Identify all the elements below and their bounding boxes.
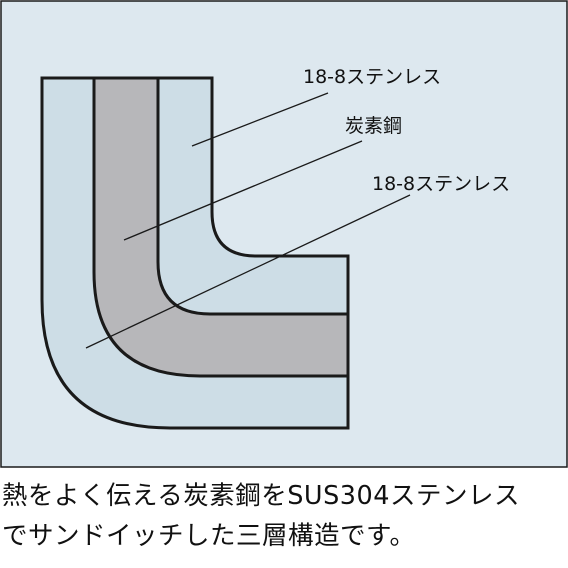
cross-section-diagram: 18-8ステンレス 炭素鋼 18-8ステンレス xyxy=(0,0,568,468)
caption-line-1: 熱をよく伝える炭素鋼をSUS304ステンレス xyxy=(2,481,520,511)
caption: 熱をよく伝える炭素鋼をSUS304ステンレス でサンドイッチした三層構造です。 xyxy=(2,476,568,556)
leader-line-outer-bottom xyxy=(85,194,411,349)
caption-line-2: でサンドイッチした三層構造です。 xyxy=(2,521,416,551)
label-carbon-steel: 炭素鋼 xyxy=(345,115,402,137)
label-outer-stainless-bottom: 18-8ステンレス xyxy=(372,173,510,195)
leader-line-core xyxy=(123,140,363,241)
carbon-steel-core-layer xyxy=(92,76,350,378)
leader-line-outer-top xyxy=(191,92,329,147)
label-outer-stainless-top: 18-8ステンレス xyxy=(303,66,441,88)
